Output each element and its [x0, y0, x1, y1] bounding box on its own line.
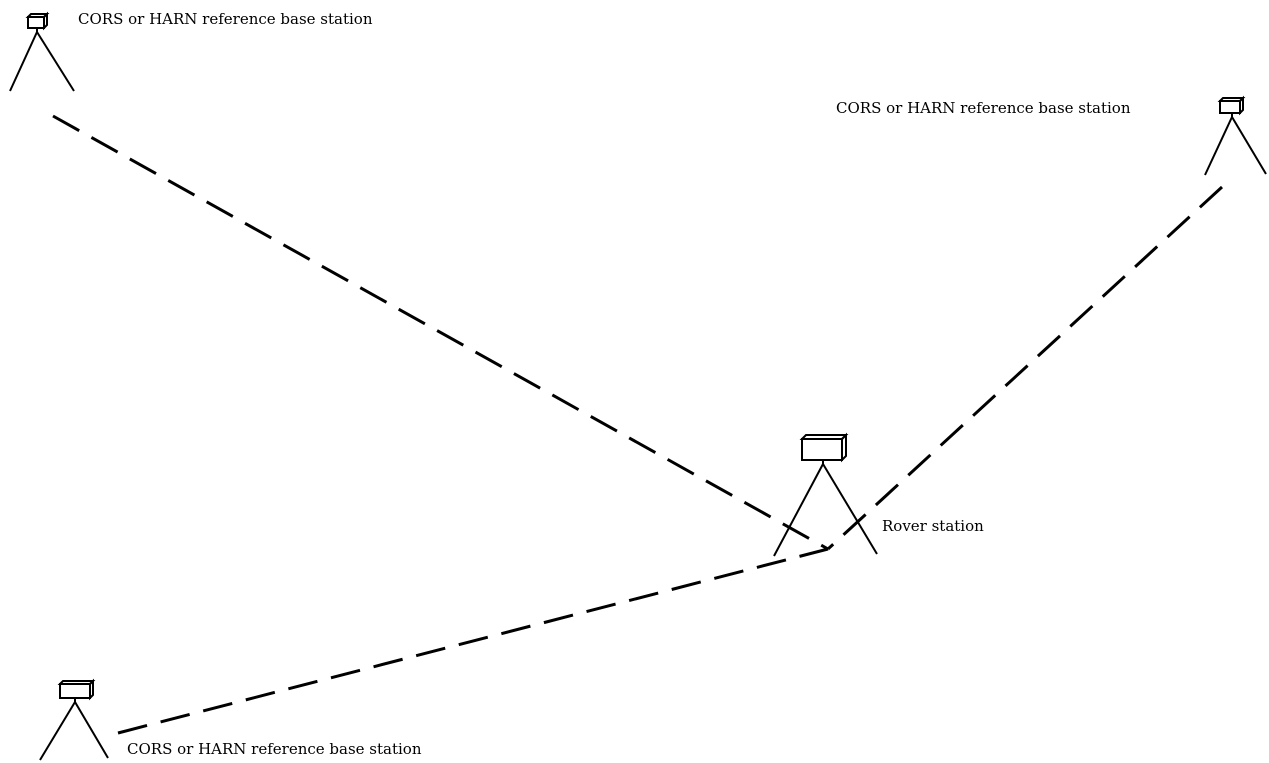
tripod-icon [773, 460, 878, 557]
base-station-label-bottom-left: CORS or HARN reference base station [127, 740, 422, 758]
rover-station [773, 432, 878, 557]
base-station-top-left [9, 11, 75, 92]
receiver-box-icon [57, 678, 96, 701]
tripod-icon [39, 698, 109, 761]
baseline-top-right-to-rover [826, 185, 1224, 551]
tripod-icon [9, 28, 75, 92]
receiver-box-icon [799, 432, 849, 463]
base-station-label-top-right: CORS or HARN reference base station [836, 99, 1131, 117]
tripod-icon [1204, 113, 1267, 176]
base-station-label-top-left: CORS or HARN reference base station [78, 10, 373, 28]
base-station-top-right [1204, 95, 1267, 176]
baseline-bottom-left-to-rover [117, 547, 829, 735]
baseline-top-left-to-rover [52, 114, 829, 551]
receiver-box-icon [25, 11, 50, 31]
base-station-bottom-left [39, 678, 109, 761]
receiver-box-icon [1217, 95, 1246, 116]
rover-station-label: Rover station [882, 517, 984, 535]
